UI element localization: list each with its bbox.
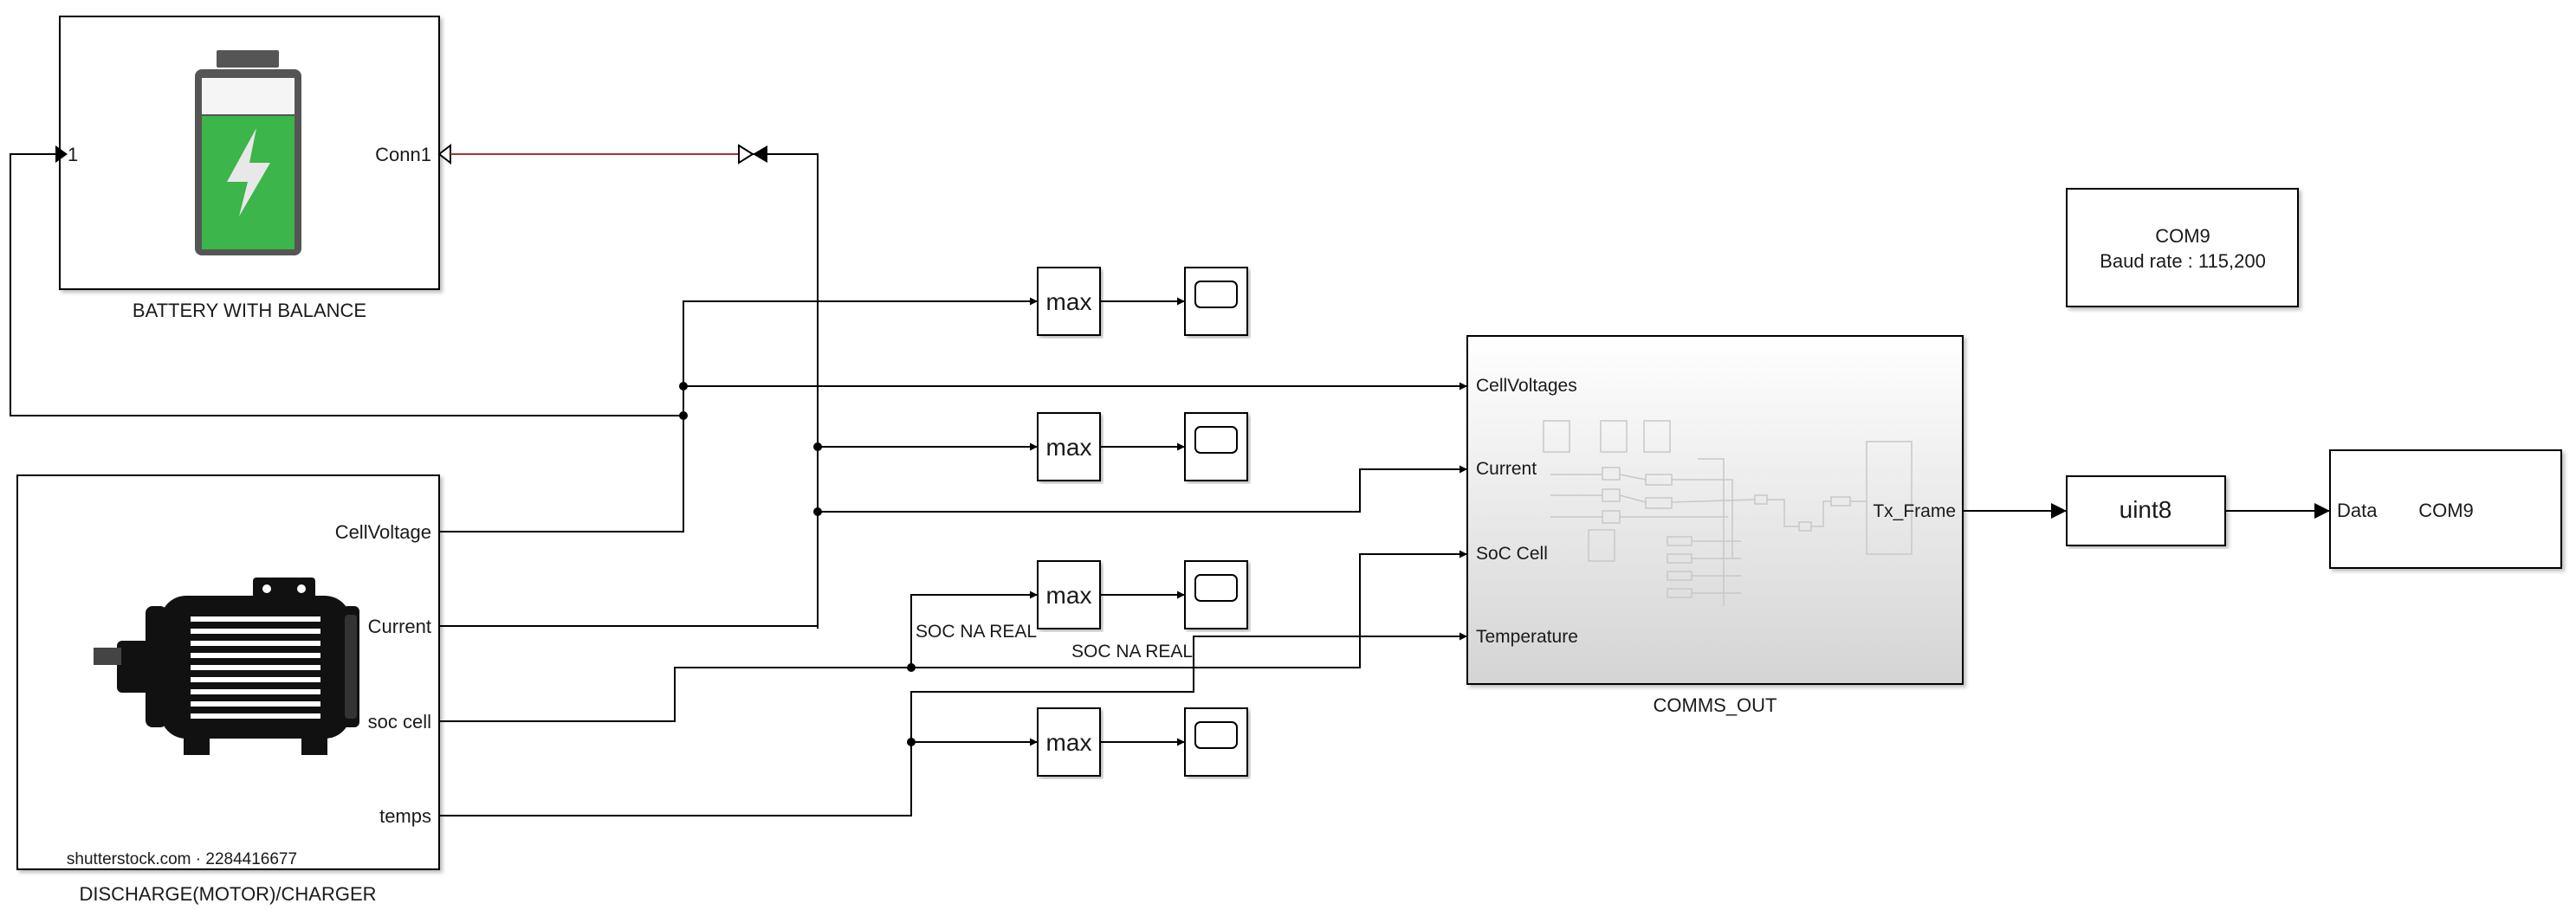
signal-line[interactable] bbox=[910, 591, 1038, 668]
signal-label: SOC NA REAL bbox=[916, 622, 1037, 642]
signal-line[interactable] bbox=[10, 153, 683, 416]
comms-out-block[interactable]: CellVoltages Current SoC Cell Temperatur… bbox=[1466, 335, 1964, 685]
signal-line[interactable] bbox=[439, 632, 1467, 816]
scope-block[interactable] bbox=[1184, 412, 1248, 481]
battery-in-port[interactable] bbox=[55, 145, 68, 163]
serial-data-port-label: Data bbox=[2337, 500, 2378, 521]
subsystem-preview bbox=[1543, 420, 1913, 606]
signal-line[interactable] bbox=[818, 465, 1467, 513]
max-block-label: max bbox=[1046, 288, 1092, 315]
battery-block[interactable]: 1 Conn1 bbox=[55, 16, 451, 290]
battery-icon bbox=[195, 50, 301, 255]
motor-port-label: Current bbox=[368, 616, 431, 637]
current-feedback-line[interactable] bbox=[753, 153, 819, 629]
scope-icon bbox=[1194, 574, 1238, 602]
max-block[interactable]: max bbox=[1037, 267, 1101, 336]
scope-block[interactable] bbox=[1184, 707, 1248, 777]
current-feedback-arrow bbox=[753, 145, 767, 163]
motor-block-name: DISCHARGE(MOTOR)/CHARGER bbox=[79, 883, 376, 905]
comms-input-label: Current bbox=[1476, 459, 1537, 479]
max-block-label: max bbox=[1046, 729, 1092, 756]
physical-port-arrow bbox=[738, 144, 754, 165]
com-note-annotation[interactable]: COM9 Baud rate : 115,200 bbox=[2066, 188, 2299, 307]
battery-block-name: BATTERY WITH BALANCE bbox=[133, 300, 366, 321]
battery-in-port-label: 1 bbox=[68, 144, 78, 165]
branch-points bbox=[679, 382, 916, 746]
watermark-text: shutterstock.com · 2284416677 bbox=[67, 850, 297, 868]
motor-block[interactable]: shutterstock.com · 2284416677 CellVoltag… bbox=[16, 474, 440, 870]
max-block-label: max bbox=[1046, 582, 1092, 609]
motor-port-label: CellVoltage bbox=[335, 521, 431, 543]
scope-icon bbox=[1194, 721, 1238, 749]
max-block[interactable]: max bbox=[1037, 707, 1101, 777]
motor-port-label: temps bbox=[379, 805, 431, 827]
comms-output-label: Tx_Frame bbox=[1873, 501, 1956, 521]
motor-port-label: soc cell bbox=[368, 711, 431, 733]
scope-icon bbox=[1194, 426, 1238, 454]
signal-line[interactable] bbox=[439, 550, 1467, 722]
max-block[interactable]: max bbox=[1037, 560, 1101, 629]
comms-input-label: CellVoltages bbox=[1476, 376, 1577, 396]
scope-block[interactable] bbox=[1184, 560, 1248, 629]
com-note-baud: Baud rate : 115,200 bbox=[2100, 250, 2266, 272]
serial-block-name: COM9 bbox=[2418, 500, 2474, 521]
battery-conn-port-label: Conn1 bbox=[375, 144, 431, 165]
uint8-label: uint8 bbox=[2120, 496, 2172, 523]
comms-input-label: Temperature bbox=[1476, 627, 1578, 647]
max-block[interactable]: max bbox=[1037, 412, 1101, 481]
motor-icon bbox=[94, 578, 359, 755]
max-block-label: max bbox=[1046, 434, 1092, 461]
comms-input-label: SoC Cell bbox=[1476, 544, 1548, 564]
com-note-title: COM9 bbox=[2155, 225, 2210, 247]
battery-conn-port[interactable] bbox=[437, 143, 451, 165]
serial-send-block[interactable]: Data COM9 bbox=[2329, 449, 2562, 569]
scope-icon bbox=[1194, 281, 1238, 308]
scope-block[interactable] bbox=[1184, 267, 1248, 336]
comms-block-name: COMMS_OUT bbox=[1654, 694, 1777, 716]
uint8-convert-block[interactable]: uint8 bbox=[2066, 475, 2226, 546]
signal-label: SOC NA REAL bbox=[1071, 642, 1193, 662]
